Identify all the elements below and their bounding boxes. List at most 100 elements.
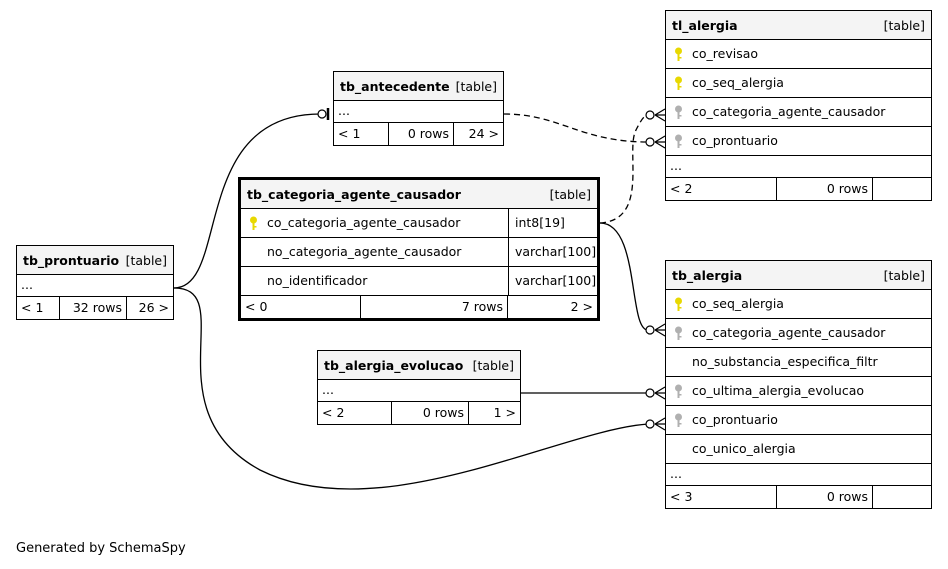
children-count: 26 > [138,300,169,315]
column-type: int8[19] [515,215,565,230]
column-type-cell: varchar[100] [508,267,597,296]
foreign-key-icon [675,413,682,427]
table-header: tb_alergia [table] [666,261,931,290]
column-name: co_unico_alergia [692,441,796,456]
table-footer: < 1 32 rows 26 > [17,297,173,319]
column-row: co_prontuario [666,127,931,156]
table-tl-alergia[interactable]: tl_alergia [table] co_revisao co_seq_ale… [665,10,932,201]
row-count: 0 rows [392,402,469,424]
primary-key-icon [675,47,682,61]
ellipsis: ... [21,277,33,292]
parents-count: < 2 [666,178,777,200]
column-row: no_identificador varchar[100] [241,267,597,296]
table-tb-alergia-evolucao[interactable]: tb_alergia_evolucao [table] ... < 2 0 ro… [317,350,521,425]
table-header: tb_prontuario [table] [17,246,173,275]
column-row: co_categoria_agente_causador [666,98,931,127]
edge-prontuario-alergia [173,287,649,490]
more-columns: ... [666,156,931,178]
table-header: tb_antecedente [table] [334,72,503,101]
table-kind: [table] [472,358,514,373]
column-type-cell: varchar[100] [508,238,597,267]
column-row: co_seq_alergia [666,290,931,319]
table-footer: < 1 0 rows 24 > [334,123,503,145]
column-name: co_revisao [692,46,759,61]
table-tb-alergia[interactable]: tb_alergia [table] co_seq_alergia co_cat… [665,260,932,509]
column-row: no_substancia_especifica_filtr [666,348,931,377]
foreign-key-icon [675,326,682,340]
children-count: 2 > [570,299,593,314]
more-columns: ... [666,464,931,486]
table-name: tb_prontuario [23,253,120,268]
foreign-key-icon [675,105,682,119]
ellipsis: ... [322,382,334,397]
parents-count: < 1 [17,297,60,319]
row-count: 0 rows [777,486,873,508]
table-kind: [table] [125,253,167,268]
column-row: no_categoria_agente_causador varchar[100… [241,238,597,267]
column-name: co_prontuario [692,412,778,427]
generated-by-credit: Generated by SchemaSpy [16,541,186,556]
parents-count: < 0 [241,296,361,318]
table-footer: < 3 0 rows [666,486,931,508]
children-count: 1 > [493,405,516,420]
parents-count: < 1 [334,123,389,145]
ellipsis: ... [670,466,682,481]
ellipsis: ... [338,103,350,118]
column-name: no_substancia_especifica_filtr [692,354,878,369]
table-name: tb_alergia [672,268,743,283]
more-columns: ... [318,380,520,402]
edge-categoria-tl-alergia [599,114,649,224]
row-count: 0 rows [777,178,873,200]
table-tb-categoria-agente-causador[interactable]: tb_categoria_agente_causador [table] co_… [238,177,600,321]
table-footer: < 0 7 rows 2 > [241,296,597,318]
column-name: no_categoria_agente_causador [267,244,462,259]
ellipsis: ... [670,158,682,173]
children-count [873,178,931,200]
table-name: tb_categoria_agente_causador [247,187,461,202]
table-header: tb_categoria_agente_causador [table] [241,180,597,209]
edge-prontuario-antecedente [173,113,321,289]
column-name: co_prontuario [692,133,778,148]
table-tb-prontuario[interactable]: tb_prontuario [table] ... < 1 32 rows 26… [16,245,174,320]
foreign-key-icon [675,384,682,398]
column-type-cell: int8[19] [508,209,597,238]
table-name: tb_antecedente [340,79,450,94]
column-name: no_identificador [267,273,368,288]
column-row: co_categoria_agente_causador int8[19] [241,209,597,238]
edge-categoria-alergia [599,222,649,331]
column-row: co_revisao [666,40,931,69]
primary-key-icon [250,216,257,230]
table-footer: < 2 0 rows 1 > [318,402,520,424]
table-kind: [table] [883,18,925,33]
table-name: tb_alergia_evolucao [324,358,464,373]
more-columns: ... [17,275,173,297]
table-tb-antecedente[interactable]: tb_antecedente [table] ... < 1 0 rows 24… [333,71,504,146]
row-count: 7 rows [361,296,508,318]
column-name: co_categoria_agente_causador [692,104,886,119]
primary-key-icon [675,297,682,311]
column-type: varchar[100] [515,273,597,288]
parents-count: < 2 [318,402,392,424]
table-name: tl_alergia [672,18,738,33]
table-kind: [table] [549,187,591,202]
column-name: co_ultima_alergia_evolucao [692,383,864,398]
parents-count: < 3 [666,486,777,508]
table-header: tl_alergia [table] [666,11,931,40]
column-row: co_seq_alergia [666,69,931,98]
more-columns: ... [334,101,503,123]
column-row: co_prontuario [666,406,931,435]
row-count: 32 rows [60,297,127,319]
column-row: co_ultima_alergia_evolucao [666,377,931,406]
foreign-key-icon [675,134,682,148]
table-kind: [table] [883,268,925,283]
primary-key-icon [675,76,682,90]
column-name: co_seq_alergia [692,75,784,90]
table-header: tb_alergia_evolucao [table] [318,351,520,380]
column-type: varchar[100] [515,244,597,259]
column-row: co_categoria_agente_causador [666,319,931,348]
children-count [873,486,931,508]
table-kind: [table] [455,79,497,94]
children-count: 24 > [468,126,499,141]
table-footer: < 2 0 rows [666,178,931,200]
